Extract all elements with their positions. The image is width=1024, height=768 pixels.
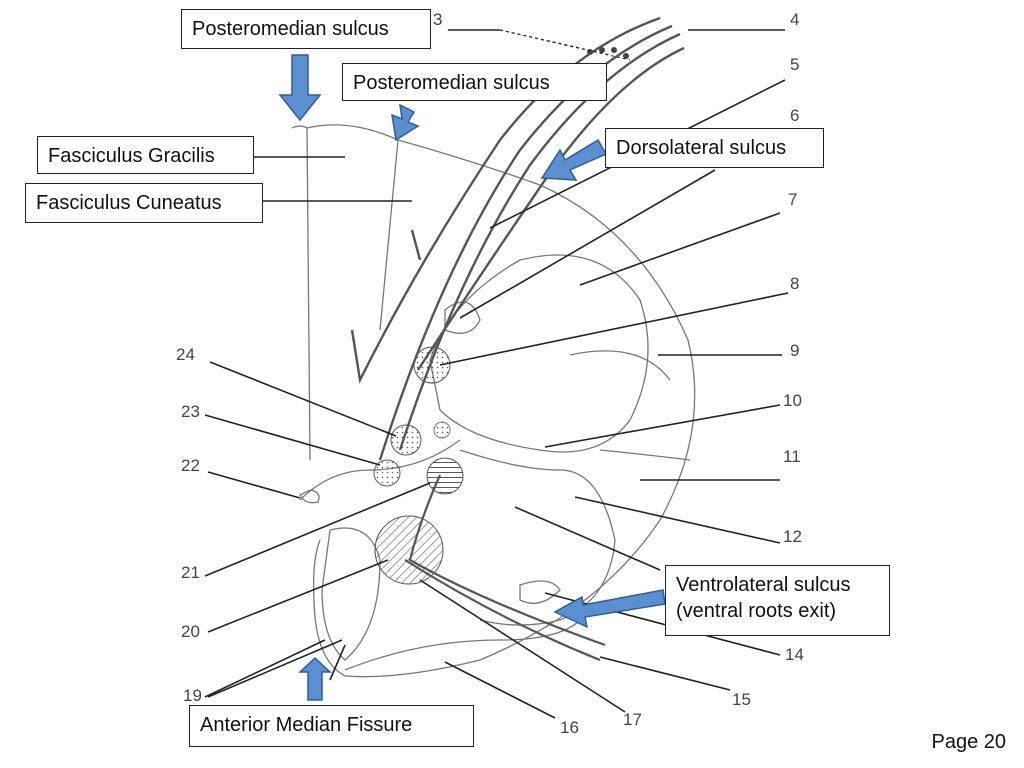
ventrolateral-text-1: Ventrolateral sulcus: [676, 574, 851, 596]
label-number-24: 24: [176, 345, 195, 364]
tract-20: [374, 515, 444, 585]
label-posteromedian-sulcus-mid: Posteromedian sulcus: [342, 63, 607, 101]
label-number-21: 21: [181, 563, 200, 582]
label-number-9: 9: [790, 341, 800, 360]
label-number-15: 15: [732, 690, 751, 709]
label-fasciculus-gracilis: Fasciculus Gracilis: [37, 136, 254, 174]
label-number-4: 4: [790, 10, 800, 29]
arrow-down-icon: [391, 103, 420, 142]
label-number-10: 10: [783, 391, 802, 410]
tract-23: [373, 459, 401, 487]
label-number-23: 23: [181, 402, 200, 421]
fasciculus-cuneatus-text: Fasciculus Cuneatus: [36, 192, 222, 214]
posteromedian-text-2: Posteromedian sulcus: [353, 72, 550, 94]
tract-small: [433, 421, 451, 439]
posteromedian-text-1: Posteromedian sulcus: [192, 18, 389, 40]
label-ventrolateral-sulcus: Ventrolateral sulcus (ventral roots exit…: [665, 565, 890, 636]
label-number-20: 20: [181, 622, 200, 641]
arrow-left-icon: [553, 589, 666, 629]
cord-outline: [291, 124, 696, 678]
label-number-16: 16: [560, 718, 579, 737]
arrow-up-icon: [298, 656, 332, 701]
label-number-22: 22: [181, 456, 200, 475]
label-number-19: 19: [183, 686, 202, 705]
label-number-3: 3: [433, 10, 443, 29]
label-number-5: 5: [790, 55, 800, 74]
label-number-8: 8: [790, 274, 800, 293]
tract-24: [390, 424, 422, 456]
arrow-down-icon: [278, 54, 322, 122]
label-fasciculus-cuneatus: Fasciculus Cuneatus: [25, 183, 263, 223]
dorsolateral-text: Dorsolateral sulcus: [616, 137, 787, 159]
label-posteromedian-sulcus-top: Posteromedian sulcus: [181, 9, 431, 49]
tract-8: [413, 346, 451, 384]
arrow-left-icon: [540, 138, 608, 181]
page-number: Page 20: [931, 731, 1006, 753]
label-number-17: 17: [623, 710, 642, 729]
label-number-12: 12: [783, 527, 802, 546]
anterior-median-text: Anterior Median Fissure: [200, 714, 413, 736]
label-number-7: 7: [788, 190, 798, 209]
label-anterior-median-fissure: Anterior Median Fissure: [189, 705, 474, 747]
callout-arrows: [278, 54, 666, 701]
label-dorsolateral-sulcus: Dorsolateral sulcus: [605, 128, 824, 168]
label-number-6: 6: [790, 106, 800, 125]
ventrolateral-text-2: (ventral roots exit): [676, 600, 837, 622]
label-number-11: 11: [783, 447, 801, 466]
label-number-14: 14: [785, 645, 804, 664]
fasciculus-gracilis-text: Fasciculus Gracilis: [48, 145, 215, 167]
tract-21: [426, 457, 464, 495]
